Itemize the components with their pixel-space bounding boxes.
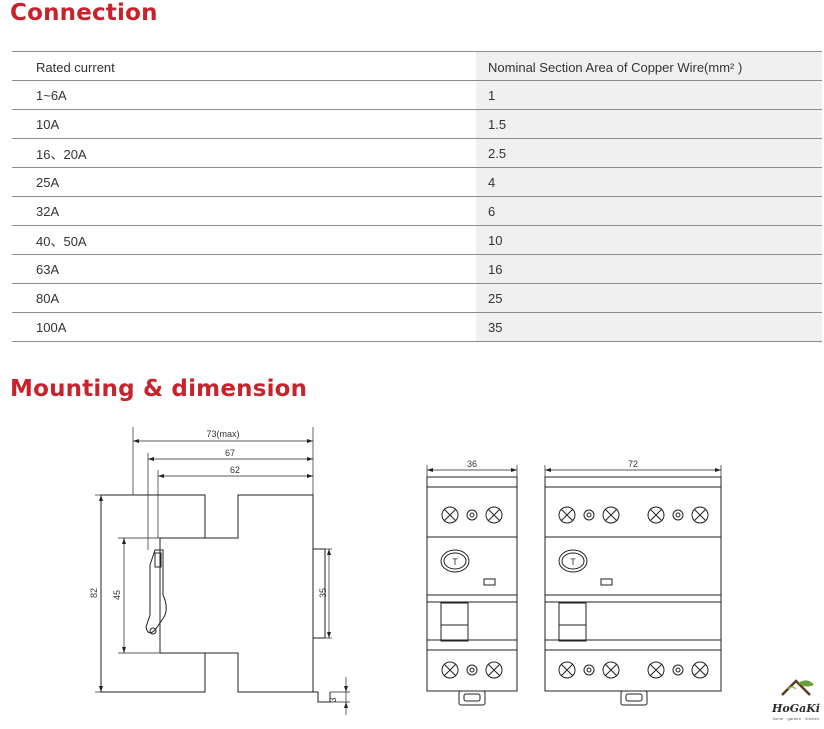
wire-area-cell: 4 <box>476 168 822 196</box>
table-row: 100A 35 <box>12 313 822 342</box>
test-button-label-large: T <box>570 557 576 567</box>
dimension-drawing: 73(max) 67 62 82 45 35 3 36 <box>89 427 722 715</box>
table-row: 1~6A 1 <box>12 81 822 110</box>
rated-current-cell: 16、20A <box>12 139 476 167</box>
wire-area-cell: 1.5 <box>476 110 822 138</box>
front-view-small: 36 T <box>426 459 518 706</box>
connection-table: Rated current Nominal Section Area of Co… <box>12 51 822 342</box>
table-row: 10A 1.5 <box>12 110 822 139</box>
column-header-wire-area: Nominal Section Area of Copper Wire(mm² … <box>476 52 822 80</box>
dim-label-width-2: 62 <box>230 465 240 475</box>
dim-label-right: 35 <box>318 588 328 598</box>
section-title-connection: Connection <box>10 0 158 26</box>
table-row: 40、50A 10 <box>12 226 822 255</box>
logo-wordmark: HoGaKi <box>772 702 820 715</box>
front-view-large: 72 <box>544 459 722 706</box>
rated-current-cell: 1~6A <box>12 81 476 109</box>
logo-tagline: home · garden · kitchen <box>772 716 820 721</box>
wire-area-cell: 10 <box>476 226 822 254</box>
dim-label-overall: 73(max) <box>206 429 239 439</box>
table-header-row: Rated current Nominal Section Area of Co… <box>12 52 822 81</box>
wire-area-cell: 2.5 <box>476 139 822 167</box>
dim-label-height: 82 <box>89 588 99 598</box>
rated-current-cell: 80A <box>12 284 476 312</box>
dim-label-width-1: 67 <box>225 448 235 458</box>
wire-area-cell: 16 <box>476 255 822 283</box>
rated-current-cell: 25A <box>12 168 476 196</box>
section-title-mounting: Mounting & dimension <box>10 376 308 402</box>
table-row: 32A 6 <box>12 197 822 226</box>
house-leaf-icon <box>781 679 814 696</box>
rated-current-cell: 63A <box>12 255 476 283</box>
rated-current-cell: 10A <box>12 110 476 138</box>
test-button-label-small: T <box>452 557 458 567</box>
rated-current-cell: 100A <box>12 313 476 341</box>
side-view-outline <box>100 494 331 703</box>
table-row: 63A 16 <box>12 255 822 284</box>
wire-area-cell: 35 <box>476 313 822 341</box>
column-header-rated-current: Rated current <box>12 52 476 80</box>
hogaki-logo: HoGaKi home · garden · kitchen <box>768 675 824 725</box>
wire-area-cell: 1 <box>476 81 822 109</box>
table-row: 16、20A 2.5 <box>12 139 822 168</box>
table-row: 25A 4 <box>12 168 822 197</box>
rated-current-cell: 32A <box>12 197 476 225</box>
rated-current-cell: 40、50A <box>12 226 476 254</box>
dim-label-72: 72 <box>628 459 638 469</box>
dim-label-mid: 45 <box>112 590 122 600</box>
table-row: 80A 25 <box>12 284 822 313</box>
wire-area-cell: 6 <box>476 197 822 225</box>
dim-label-36: 36 <box>467 459 477 469</box>
dim-label-bottom: 3 <box>328 697 338 702</box>
wire-area-cell: 25 <box>476 284 822 312</box>
